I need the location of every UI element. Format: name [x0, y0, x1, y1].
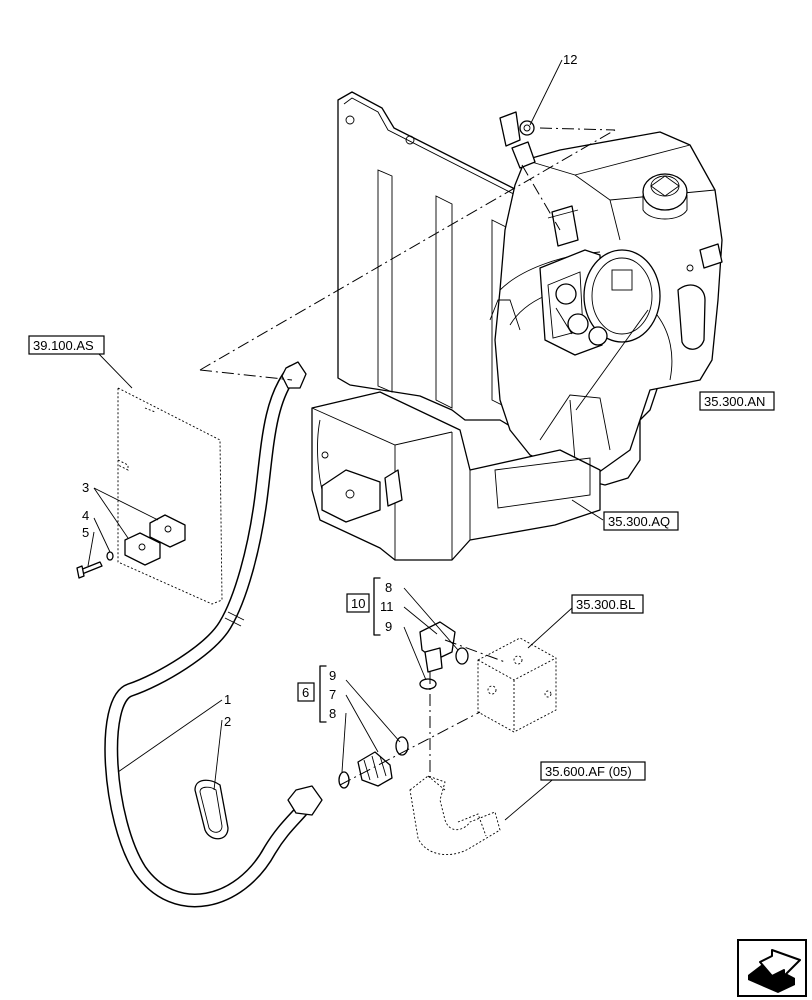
next-page-arrow-icon[interactable] [737, 939, 807, 997]
callout-2: 2 [224, 714, 231, 729]
group-6-label: 6 [302, 685, 309, 700]
group-brackets [319, 577, 381, 723]
callout-6-9: 9 [329, 668, 336, 683]
callout-12: 12 [563, 52, 577, 67]
callout-10-8: 8 [385, 580, 392, 595]
ref-box-35-600-af [540, 761, 646, 781]
ref-35-300-bl: 35.300.BL [576, 597, 635, 612]
elbow-hose [409, 775, 501, 855]
ref-box-35-300-an [699, 391, 775, 411]
ref-35-300-aq: 35.300.AQ [608, 514, 670, 529]
ref-39-100-as: 39.100.AS [33, 338, 94, 353]
ref-35-600-af: 35.600.AF (05) [545, 764, 632, 779]
group-6-box [297, 682, 315, 702]
callout-11: 11 [380, 599, 394, 614]
callout-1: 1 [224, 692, 231, 707]
part-1-hose [104, 361, 323, 908]
valve-block [477, 637, 557, 733]
callout-6-8: 8 [329, 706, 336, 721]
ref-box-35-300-aq [603, 511, 679, 531]
callout-5: 5 [82, 525, 89, 540]
callout-7: 7 [329, 687, 336, 702]
ref-box-39-100-as [28, 335, 105, 355]
ref-box-35-300-bl [571, 594, 644, 614]
callout-4: 4 [82, 508, 89, 523]
group-10-box [346, 593, 370, 613]
ref-35-300-an: 35.300.AN [704, 394, 765, 409]
part-12-elbow-fitting [499, 111, 536, 169]
callout-10-9: 9 [385, 619, 392, 634]
part-4-washer [106, 551, 114, 561]
part-2-clamp [194, 779, 229, 840]
group-10-fittings [419, 621, 469, 690]
bracket-plate [117, 387, 223, 605]
part-5-bolt [76, 561, 103, 579]
tank-base [311, 391, 601, 561]
part-3-clips [124, 514, 186, 566]
callout-3: 3 [82, 480, 89, 495]
group-6-fittings [338, 736, 409, 789]
filter-assembly [539, 205, 661, 356]
group-10-label: 10 [351, 596, 365, 611]
centerlines [199, 127, 616, 786]
